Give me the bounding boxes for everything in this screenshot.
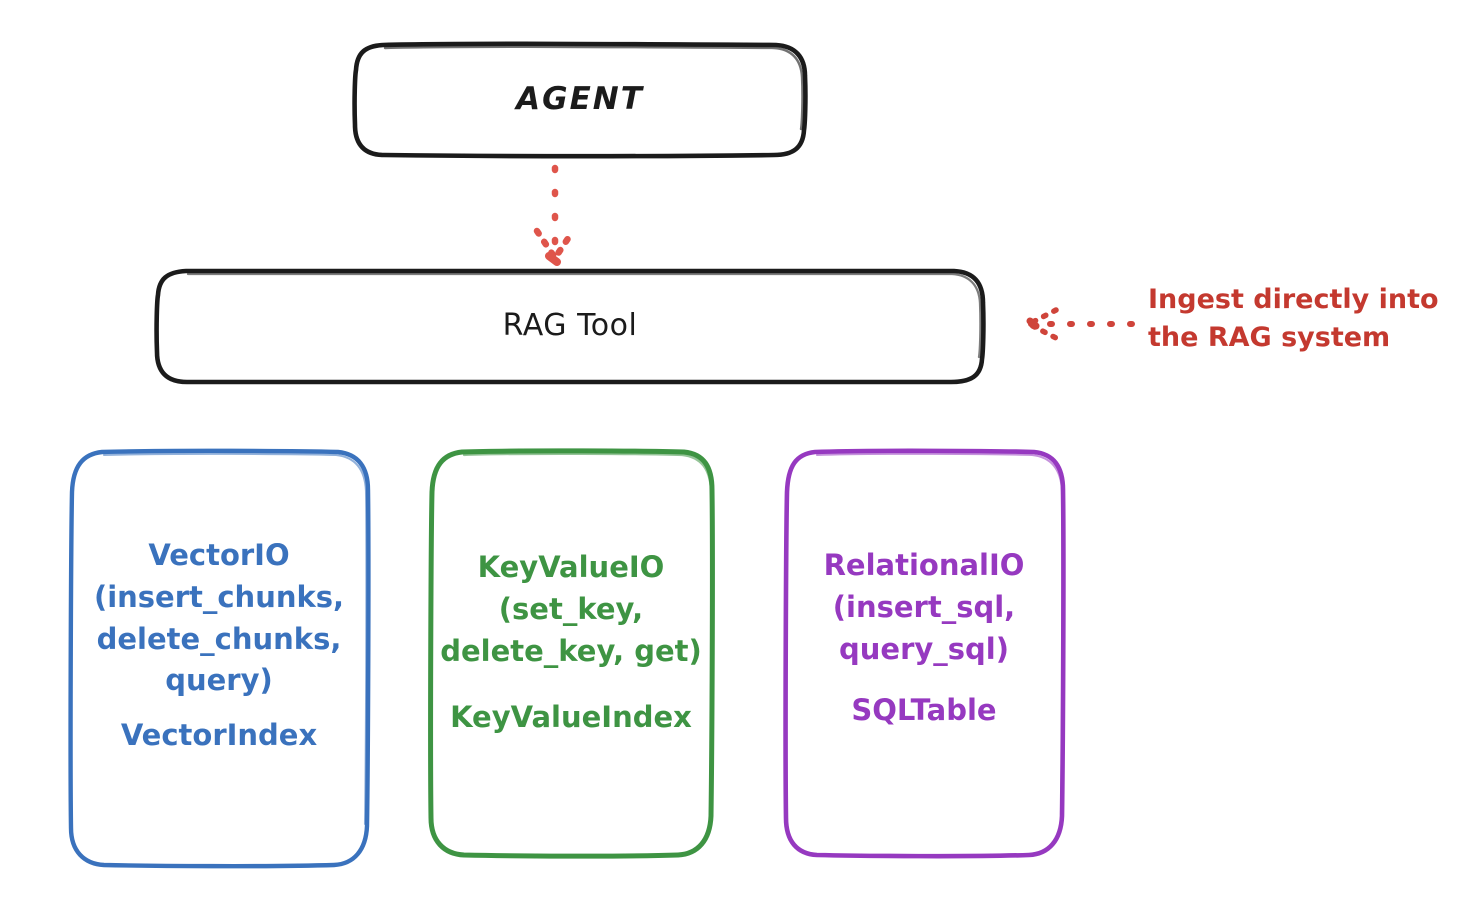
vector-store-card: VectorIO (insert_chunks, delete_chunks, … [70, 450, 368, 865]
vector-store-api-label: VectorIO (insert_chunks, delete_chunks, … [93, 538, 345, 698]
keyvalue-store-card: KeyValueIO (set_key, delete_key, get) Ke… [430, 450, 712, 855]
vector-store-index-label: VectorIndex [120, 718, 318, 752]
keyvalue-store-api-label: KeyValueIO (set_key, delete_key, get) [440, 550, 702, 668]
ingest-annotation-text: Ingest directly into the RAG system [1148, 284, 1439, 354]
relational-store-index-label: SQLTable [851, 693, 997, 727]
relational-store-card: RelationalIO (insert_sql, query_sql) SQL… [785, 450, 1063, 855]
rag-tool-node-label: RAG Tool [502, 308, 638, 343]
agent-to-ragtool-arrow [533, 164, 577, 266]
keyvalue-store-index-label: KeyValueIndex [450, 700, 692, 734]
relational-store-api-label: RelationalIO (insert_sql, query_sql) [823, 548, 1025, 666]
agent-node-label: AGENT [516, 81, 644, 117]
ingest-arrow [1026, 307, 1135, 341]
